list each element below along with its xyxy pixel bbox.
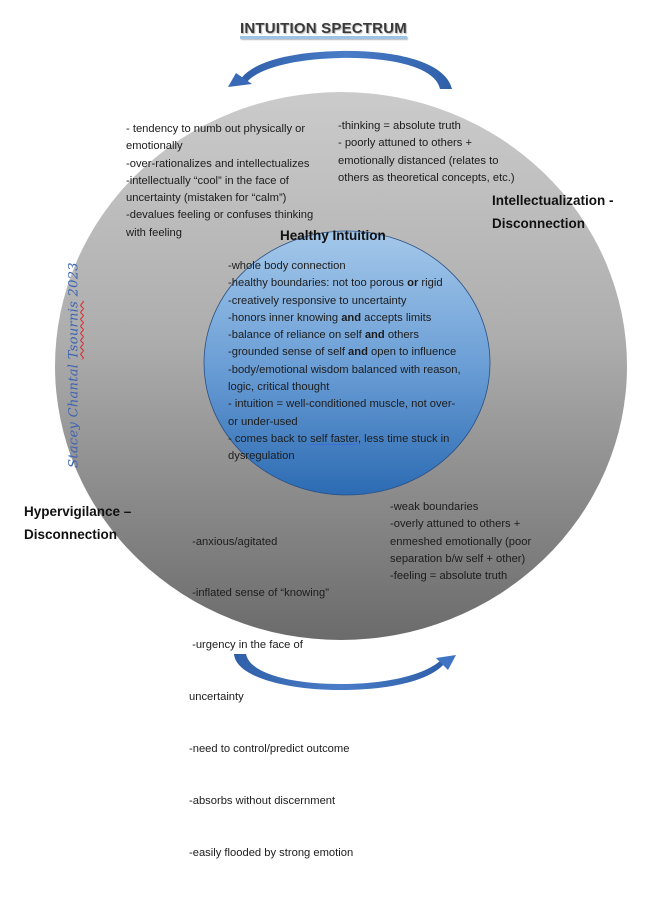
healthy-trait-line: -body/emotional wisdom balanced with rea… [228, 363, 461, 376]
trait-line: emotionally distanced (relates to [338, 154, 499, 167]
trait-line: separation b/w self + other) [390, 552, 526, 565]
hypervigilance-label: Hypervigilance – Disconnection [24, 504, 132, 542]
trait-line: emotionally [126, 140, 183, 153]
healthy-trait-line: -balance of reliance on self and others [228, 329, 419, 342]
trait-line: -need to control/predict outcome [189, 743, 350, 756]
healthy-trait-line: -grounded sense of self and open to infl… [228, 346, 457, 359]
healthy-trait-line: -whole body connection [228, 260, 346, 272]
trait-line: - tendency to numb out physically or [126, 123, 306, 135]
trait-line: -easily flooded by strong emotion [189, 846, 354, 859]
diagram-title: INTUITION SPECTRUM [240, 20, 407, 37]
top-curved-arrow-icon [228, 50, 452, 89]
trait-line: -feeling = absolute truth [390, 570, 508, 583]
diagram-graphics [55, 50, 627, 690]
intuition-spectrum-diagram: INTUITION SPECTRUM - tendency to numb ou… [24, 20, 627, 859]
hypervigilance-traits-right: -weak boundaries -overly attuned to othe… [390, 499, 531, 585]
trait-line: -intellectually “cool” in the face of [126, 174, 289, 187]
trait-line: -absorbs without discernment [189, 795, 336, 808]
healthy-trait-line: - comes back to self faster, less time s… [228, 432, 450, 445]
intellectualization-traits-left: - tendency to numb out physically or emo… [126, 121, 313, 242]
trait-line: others as theoretical concepts, etc.) [338, 171, 515, 184]
healthy-trait-line: logic, critical thought [228, 381, 330, 394]
author-signature: Stacey Chantal Tsournis 2023 [66, 262, 82, 468]
trait-line: -thinking = absolute truth [338, 120, 461, 132]
trait-line: enmeshed emotionally (poor [390, 535, 532, 548]
trait-line: -inflated sense of “knowing” [189, 587, 329, 600]
trait-line: -devalues feeling or confuses thinking [126, 209, 314, 222]
trait-line: uncertainty (mistaken for “calm”) [126, 192, 287, 205]
trait-line: -over-rationalizes and intellectualizes [126, 157, 310, 170]
trait-line: -weak boundaries [390, 501, 479, 513]
healthy-trait-line: - intuition = well-conditioned muscle, n… [228, 398, 456, 411]
healthy-trait-line: -healthy boundaries: not too porous or r… [228, 277, 443, 290]
trait-line: -anxious/agitated [189, 535, 278, 548]
trait-line: - poorly attuned to others + [338, 137, 473, 150]
healthy-intuition-traits: -whole body connection -healthy boundarie… [228, 258, 461, 466]
intellectualization-traits-right: -thinking = absolute truth - poorly attu… [338, 118, 515, 187]
trait-line: with feeling [126, 226, 182, 239]
healthy-trait-line: dysregulation [228, 450, 295, 463]
healthy-trait-line: -creatively responsive to uncertainty [228, 294, 407, 307]
healthy-intuition-title: Healthy Intuition [280, 228, 386, 243]
intellectualization-label: Intellectualization - Disconnection [492, 193, 614, 231]
trait-line: -urgency in the face of [189, 639, 303, 652]
bottom-curved-arrow-icon [234, 654, 456, 690]
healthy-trait-line: -honors inner knowing and accepts limits [228, 311, 432, 324]
healthy-trait-line: or under-used [228, 415, 298, 428]
inner-circle-healthy-intuition [203, 230, 491, 496]
trait-line: -overly attuned to others + [390, 518, 521, 531]
